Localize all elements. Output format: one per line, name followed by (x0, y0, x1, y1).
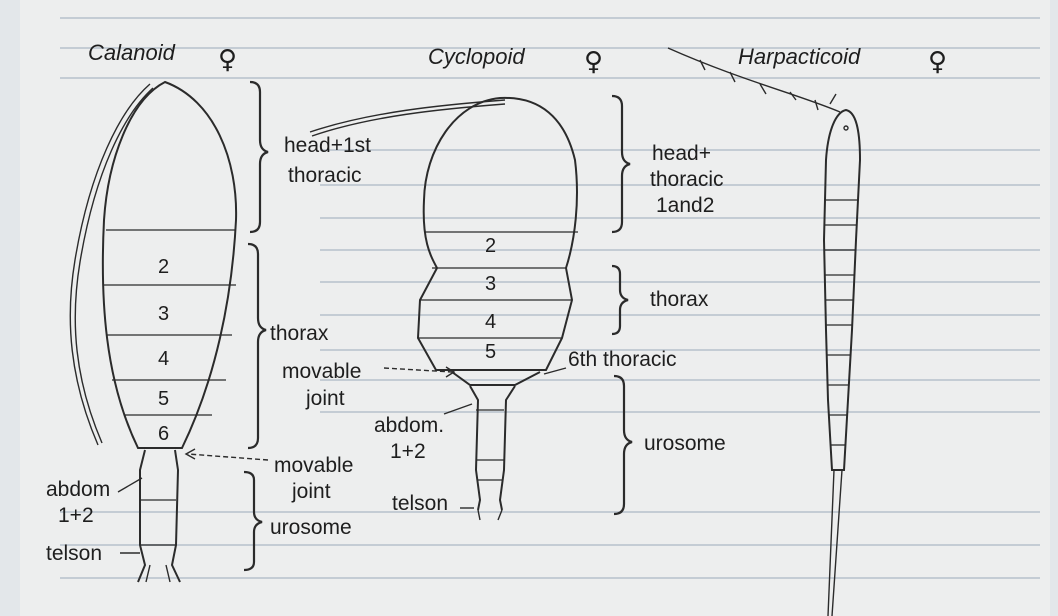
cyclopoid-head-label-3: 1and2 (656, 194, 714, 217)
title-cyclopoid: Cyclopoid (428, 44, 525, 69)
calanoid-abdom-label-1: abdom (46, 478, 110, 501)
cyclopoid-abdom-label-1: abdom. (374, 414, 444, 437)
cyclopoid-sixth-thoracic-label: 6th thoracic (568, 348, 677, 371)
cyclopoid-seg-2: 2 (485, 235, 496, 257)
cyclopoid-head-label-2: thoracic (650, 168, 724, 191)
calanoid-seg-2: 2 (158, 256, 169, 278)
calanoid-seg-3: 3 (158, 303, 169, 325)
cyclopoid-telson-label: telson (392, 492, 448, 515)
title-calanoid: Calanoid (88, 40, 176, 65)
cyclopoid-abdom-label-2: 1+2 (390, 440, 426, 463)
title-harpacticoid: Harpacticoid (738, 44, 861, 69)
cyclopoid-seg-3: 3 (485, 273, 496, 295)
calanoid-head-label-1: head+1st (284, 134, 371, 157)
calanoid-movable-joint-2b: joint (291, 480, 331, 503)
calanoid-telson-label: telson (46, 542, 102, 565)
female-symbol-calanoid: ♀ (218, 45, 237, 75)
cyclopoid-head-label-1: head+ (652, 142, 711, 165)
female-symbol-cyclopoid: ♀ (584, 47, 603, 77)
calanoid-thorax-label: thorax (270, 322, 329, 345)
paper-area (20, 0, 1050, 616)
calanoid-seg-6: 6 (158, 423, 169, 445)
cyclopoid-thorax-label: thorax (650, 288, 709, 311)
calanoid-movable-joint-1b: joint (305, 387, 345, 410)
calanoid-seg-4: 4 (158, 348, 169, 370)
calanoid-abdom-label-2: 1+2 (58, 504, 94, 527)
cyclopoid-seg-5: 5 (485, 341, 496, 363)
calanoid-urosome-label: urosome (270, 516, 352, 539)
cyclopoid-urosome-label: urosome (644, 432, 726, 455)
female-symbol-harpacticoid: ♀ (928, 47, 947, 77)
calanoid-seg-5: 5 (158, 388, 169, 410)
calanoid-movable-joint-1a: movable (282, 360, 361, 383)
cyclopoid-seg-4: 4 (485, 311, 496, 333)
calanoid-movable-joint-2a: movable (274, 454, 353, 477)
calanoid-head-label-2: thoracic (288, 164, 362, 187)
